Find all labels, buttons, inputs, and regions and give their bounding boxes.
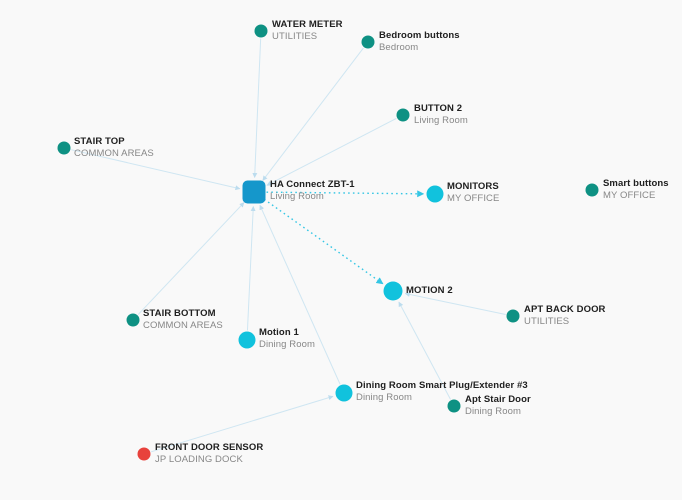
node-subtitle: MY OFFICE <box>603 189 656 201</box>
edge-group <box>71 38 506 453</box>
node-title: WATER METER <box>272 19 343 30</box>
node-marker-icon[interactable] <box>361 35 375 49</box>
graph-edge[interactable] <box>398 301 451 400</box>
node-label: MOTION 2 <box>406 285 453 297</box>
node-marker-icon[interactable] <box>137 447 151 461</box>
graph-edge[interactable] <box>246 205 256 331</box>
node-subtitle: JP LOADING DOCK <box>155 453 243 465</box>
graph-edge[interactable] <box>266 190 425 198</box>
graph-edge[interactable] <box>151 395 334 453</box>
node-marker-icon[interactable] <box>238 331 256 349</box>
node-subtitle: Dining Room <box>356 391 413 403</box>
node-title: BUTTON 2 <box>414 103 463 114</box>
graph-edge[interactable] <box>262 47 364 181</box>
node-marker-icon[interactable] <box>335 384 353 402</box>
graph-edge[interactable] <box>71 149 241 191</box>
node-marker-icon[interactable] <box>506 309 520 323</box>
node-subtitle: MY OFFICE <box>447 192 500 204</box>
node-title: STAIR BOTTOM <box>143 308 216 319</box>
graph-edge[interactable] <box>137 202 245 315</box>
node-subtitle: Living Room <box>270 190 324 202</box>
node-title: Apt Stair Door <box>465 394 531 405</box>
node-title: Motion 1 <box>259 327 299 338</box>
graph-edge[interactable] <box>259 204 341 385</box>
node-subtitle: UTILITIES <box>524 315 570 327</box>
node-subtitle: COMMON AREAS <box>74 147 154 159</box>
node-subtitle: UTILITIES <box>272 30 318 42</box>
graph-edge[interactable] <box>266 117 397 186</box>
node-title: MONITORS <box>447 181 499 192</box>
node-subtitle: Dining Room <box>259 338 316 350</box>
node-title: FRONT DOOR SENSOR <box>155 442 264 453</box>
node-title: STAIR TOP <box>74 136 125 147</box>
graph-edge[interactable] <box>263 198 384 285</box>
node-title: HA Connect ZBT-1 <box>270 179 355 190</box>
node-marker-icon[interactable] <box>57 141 71 155</box>
node-subtitle: Bedroom <box>379 41 419 53</box>
node-marker-icon[interactable] <box>383 281 403 301</box>
node-marker-icon[interactable] <box>447 399 461 413</box>
node-title: MOTION 2 <box>406 285 453 296</box>
graph-edge[interactable] <box>252 38 262 179</box>
node-subtitle: Living Room <box>414 114 468 126</box>
node-marker-icon[interactable] <box>585 183 599 197</box>
node-title: Smart buttons <box>603 178 669 189</box>
graph-edge[interactable] <box>404 292 506 315</box>
node-marker-icon[interactable] <box>396 108 410 122</box>
node-marker-icon[interactable] <box>126 313 140 327</box>
node-title: Dining Room Smart Plug/Extender #3 <box>356 380 528 391</box>
node-subtitle: Dining Room <box>465 405 522 417</box>
node-subtitle: COMMON AREAS <box>143 319 223 331</box>
node-marker-icon[interactable] <box>242 180 266 204</box>
node-title: Bedroom buttons <box>379 30 460 41</box>
node-marker-icon[interactable] <box>426 185 444 203</box>
node-marker-icon[interactable] <box>254 24 268 38</box>
node-title: APT BACK DOOR <box>524 304 606 315</box>
